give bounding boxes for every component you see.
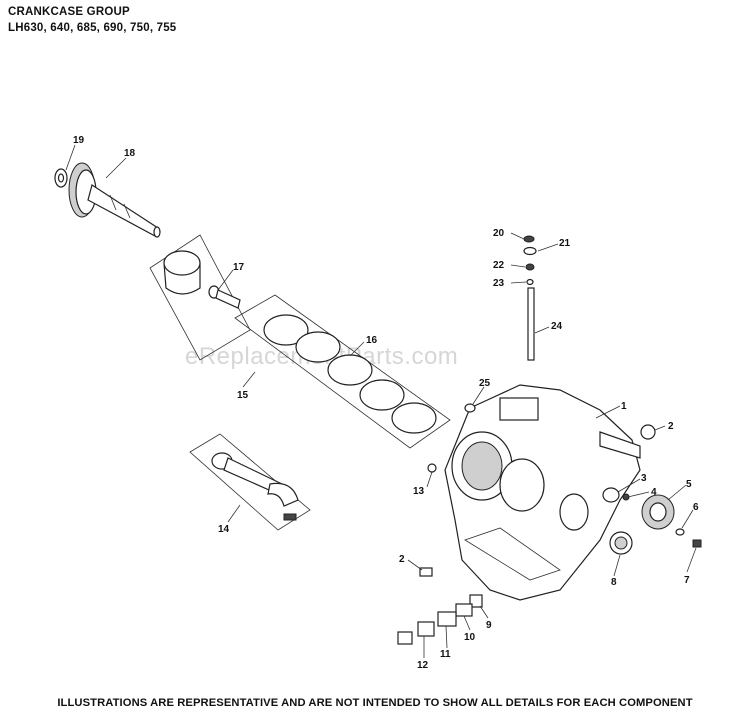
callout-21: 21 — [559, 238, 571, 249]
callout-2: 2 — [668, 421, 674, 432]
connecting-rod-part[interactable] — [189, 433, 311, 531]
callout-18: 18 — [124, 148, 136, 159]
callout-20: 20 — [493, 228, 505, 239]
callout-6: 6 — [693, 502, 699, 513]
leader-lines — [65, 144, 697, 658]
callout-9: 9 — [486, 620, 492, 631]
camshaft-part[interactable] — [54, 162, 161, 238]
crankcase-part[interactable] — [444, 384, 641, 601]
callout-14: 14 — [218, 524, 230, 535]
callout-12: 12 — [417, 660, 429, 671]
callout-22: 22 — [493, 260, 505, 271]
piston-rings-part[interactable] — [234, 294, 451, 449]
small-parts[interactable] — [397, 403, 702, 645]
callout-23: 23 — [493, 278, 505, 289]
callout-4: 4 — [651, 487, 657, 498]
callout-labels: 19 18 17 16 15 14 20 21 22 23 24 25 1 2 … — [73, 135, 699, 671]
push-rod-part[interactable] — [523, 235, 537, 361]
callout-13: 13 — [413, 486, 425, 497]
callout-16: 16 — [366, 335, 378, 346]
callout-5: 5 — [686, 479, 692, 490]
callout-8: 8 — [611, 577, 617, 588]
callout-2b: 2 — [399, 554, 405, 565]
callout-25: 25 — [479, 378, 491, 389]
callout-15: 15 — [237, 390, 249, 401]
callout-7: 7 — [684, 575, 690, 586]
callout-24: 24 — [551, 321, 563, 332]
callout-1: 1 — [621, 401, 627, 412]
callout-10: 10 — [464, 632, 476, 643]
callout-19: 19 — [73, 135, 85, 146]
callout-11: 11 — [440, 649, 451, 660]
piston-part[interactable] — [149, 234, 251, 361]
model-list: LH630, 640, 685, 690, 750, 755 — [8, 22, 177, 34]
callout-3: 3 — [641, 473, 647, 484]
page-title: CRANKCASE GROUP — [8, 6, 130, 18]
footer-disclaimer: ILLUSTRATIONS ARE REPRESENTATIVE AND ARE… — [57, 697, 693, 709]
callout-17: 17 — [233, 262, 245, 273]
